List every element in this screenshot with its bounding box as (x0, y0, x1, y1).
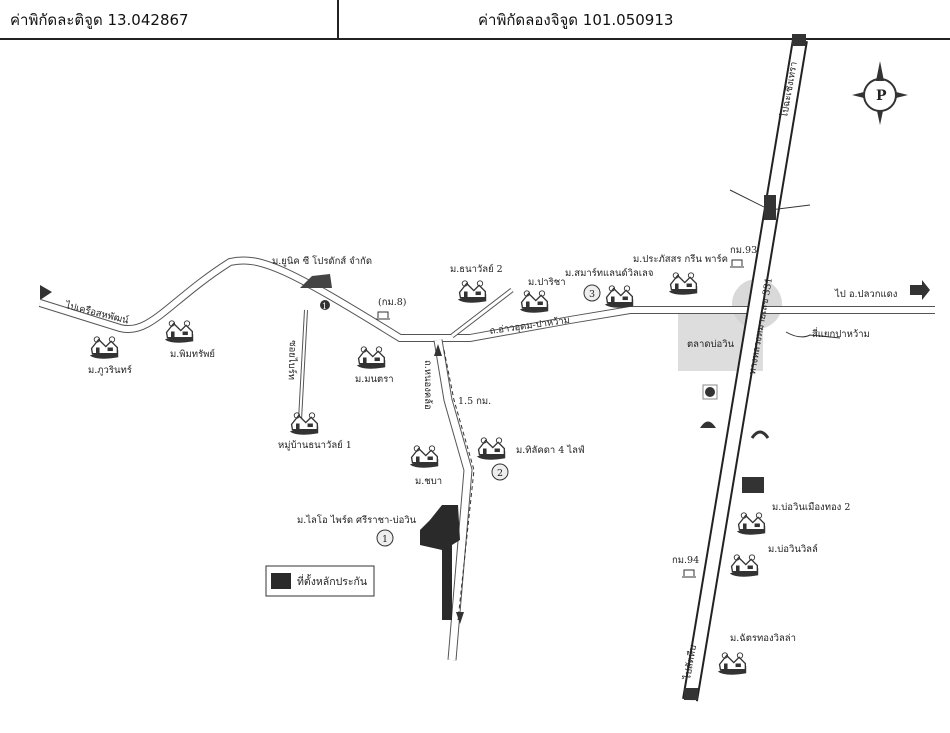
to-pluak-daeng-label: ไป อ.ปลวกแดง (834, 288, 897, 300)
house-icon-thilakda (476, 437, 506, 461)
house-icon-phimsap (164, 320, 194, 344)
svg-text:1: 1 (382, 534, 388, 545)
header-divider (337, 0, 339, 38)
longitude-label: ค่าพิกัดลองจิจูด 101.050913 (478, 11, 674, 29)
latitude-label: ค่าพิกัดละติจูด 13.042867 (10, 11, 189, 29)
svg-text:3: 3 (589, 289, 595, 300)
highway-north-end (792, 34, 806, 46)
thilakda-label: ม.ทิลัคดา 4 ไลฟ์ (516, 444, 585, 456)
house-icon-chaba (409, 445, 439, 469)
arrow-west-icon (40, 285, 52, 300)
km93-label: กม.93 (730, 245, 757, 256)
ao-udom-road-label: ถ.อ่าวอุดม-ปาหว้าม (489, 315, 571, 337)
intersection-label: สี่แยกปาหว้าม (812, 327, 870, 340)
shrine-icon (750, 430, 770, 439)
house-icon-praphatsorn (668, 272, 698, 296)
marker-1-top (320, 300, 330, 310)
unique-label: ม.ยูนิค ซี โปรดักส์ จำกัด (272, 255, 372, 267)
soi-label: ซอยไบร์ท (286, 340, 299, 380)
arrow-east-head-icon (922, 280, 930, 300)
legend-collateral-label: ที่ตั้งหลักประกัน (297, 574, 367, 588)
km8-label: (กม.8) (378, 297, 407, 308)
montra-label: ม.มนตรา (355, 374, 394, 385)
muangthong2-label: ม.บ่อวินเมืองทอง 2 (772, 502, 850, 513)
km94-post-icon (682, 569, 696, 578)
km8-post-icon (376, 311, 390, 320)
marker-1: 1 (376, 529, 394, 547)
house-icon-bowinville (729, 554, 759, 578)
lio-label: ม.ไลโอ ไพร์ด ศรีราชา-บ่อวิน (297, 514, 417, 526)
marker-2: 2 (491, 463, 509, 481)
house-icon-montra (356, 346, 386, 370)
km94-label: กม.94 (672, 555, 699, 566)
side-road-label: ถ.หนองคล้อ (422, 360, 433, 410)
coordinates-header: ค่าพิกัดละติจูด 13.042867 ค่าพิกัดลองจิจ… (0, 0, 950, 40)
house-icon-muangthong2 (736, 512, 766, 536)
arrow-east-icon (910, 285, 922, 295)
collateral-site (420, 505, 460, 620)
house-icon-smartland (604, 285, 634, 309)
house-icon-thanawan2 (457, 280, 487, 304)
smartland-label: ม.สมาร์ทแลนด์วิลเลจ (565, 267, 653, 279)
highway-331 (682, 38, 808, 702)
phimsap-label: ม.พิมทรัพย์ (170, 348, 215, 360)
chaba-label: ม.ชบา (415, 476, 442, 487)
main-road (38, 256, 935, 342)
thanawan2-label: ม.ธนาวัลย์ 2 (450, 263, 503, 275)
phuwarin-label: ม.ภูวรินทร์ (88, 364, 132, 376)
temple-icon (700, 421, 716, 428)
house-icon-phuwarin (89, 336, 119, 360)
pointer-arrow (785, 331, 841, 339)
market-label: ตลาดบ่อวิน (687, 339, 735, 350)
marker-1-top-label: 1 (322, 302, 327, 311)
svg-text:P: P (876, 88, 887, 104)
praphatsorn-label: ม.ประภัสสร กรีน พาร์ค (633, 253, 728, 265)
overpass (764, 195, 776, 220)
compass-icon: P (852, 61, 908, 125)
paricha-label: ม.ปาริชา (528, 277, 566, 288)
distance-label: 1.5 กม. (458, 396, 491, 407)
school-icon (742, 477, 764, 493)
chatthong-label: ม.ฉัตรทองวิลล่า (730, 633, 796, 644)
house-icon-chatthong (717, 652, 747, 676)
house-icon-thanawan1 (289, 412, 319, 436)
marker-3: 3 (583, 284, 601, 302)
arrow-up-icon (434, 344, 442, 356)
distance-dashed-line (443, 349, 475, 621)
highway-south-end (684, 688, 698, 700)
factory-icon (300, 274, 332, 288)
bowinville-label: ม.บ่อวินวิลล์ (768, 543, 818, 555)
house-icon-paricha (519, 290, 549, 314)
arrow-down-icon (456, 612, 464, 624)
km93-post-icon (730, 259, 744, 268)
legend-swatch (271, 573, 291, 589)
thanawan1-label: หมู่บ้านธนาวัลย์ 1 (278, 439, 352, 451)
svg-text:2: 2 (497, 468, 503, 479)
legend: ที่ตั้งหลักประกัน (265, 565, 375, 597)
